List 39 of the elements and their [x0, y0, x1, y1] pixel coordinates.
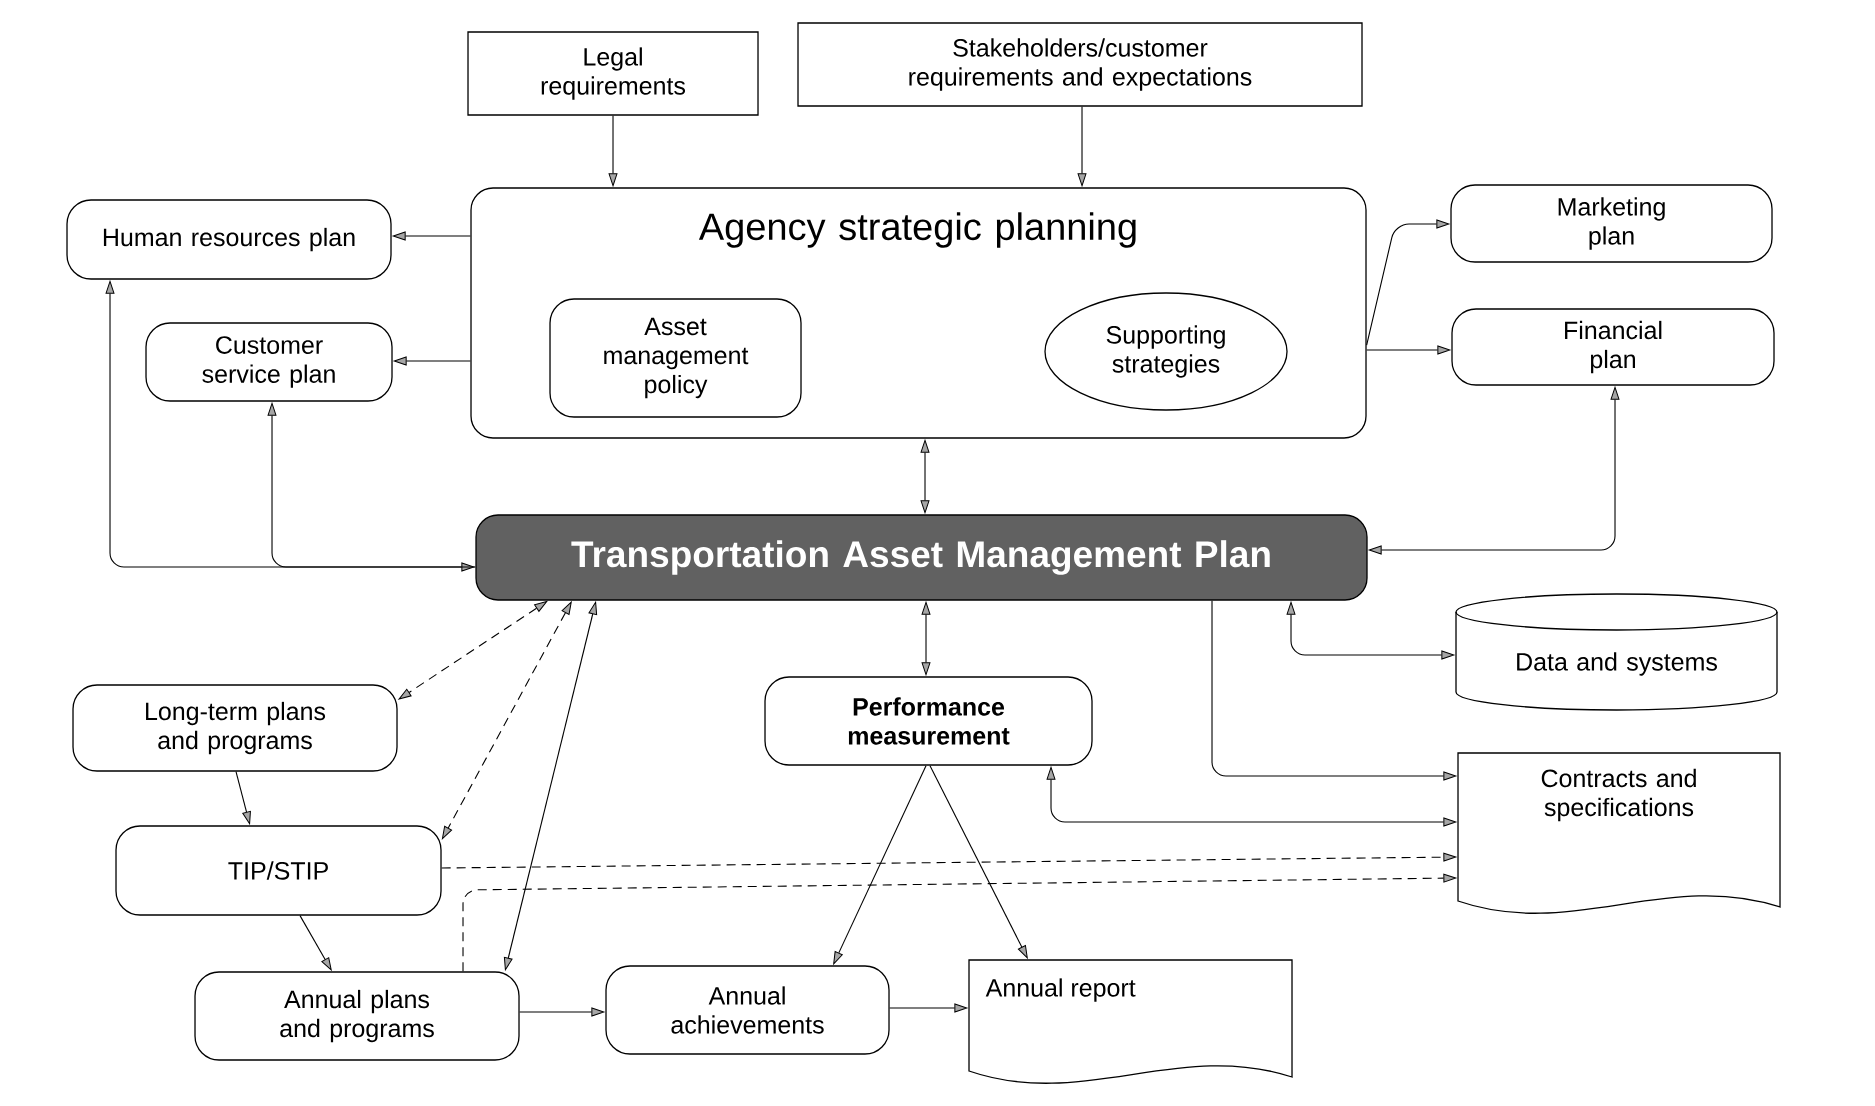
arrow — [392, 231, 471, 241]
arrow — [889, 1003, 968, 1013]
arrow — [1366, 345, 1451, 355]
arrow — [1046, 766, 1457, 827]
rounded-box: Annual plans and programs — [194, 971, 520, 1061]
arrow — [519, 1007, 605, 1017]
arrow — [920, 439, 930, 514]
rounded-box: Marketing plan — [1450, 184, 1773, 263]
arrow — [441, 601, 572, 840]
requirement-box: Legal requirements — [467, 31, 759, 116]
arrow — [299, 915, 332, 971]
arrow — [267, 402, 476, 568]
arrow — [235, 771, 251, 825]
arrow — [1077, 106, 1087, 187]
arrow — [441, 852, 1457, 869]
database-cylinder: Data and systems — [1455, 593, 1778, 711]
arrow — [1368, 386, 1620, 555]
arrow — [1286, 601, 1455, 660]
arrow — [398, 601, 548, 700]
rounded-box: Performance measurement — [764, 676, 1093, 766]
rounded-box: Financial plan — [1451, 308, 1775, 386]
arrow — [503, 601, 598, 971]
rounded-box: TIP/STIP — [115, 825, 442, 916]
arrow — [393, 356, 471, 366]
node-label: Data and systems — [1517, 652, 1717, 676]
plan-banner: Transportation Asset Management Plan — [475, 514, 1368, 601]
arrow — [608, 115, 618, 187]
rounded-box: Asset management policy — [549, 298, 802, 418]
rounded-box: Long-term plans and programs — [72, 684, 398, 772]
arrow — [833, 765, 927, 965]
rounded-box: Human resources plan — [66, 199, 392, 280]
requirement-box: Stakeholders/customer requirements and expectations — [797, 22, 1363, 107]
rounded-box: Annual achievements — [605, 965, 890, 1055]
arrow — [462, 873, 1457, 972]
arrow — [921, 601, 931, 676]
arrow — [1366, 219, 1450, 346]
rounded-box: Customer service plan — [145, 322, 393, 402]
arrow — [1211, 600, 1457, 781]
arrow — [929, 765, 1028, 959]
